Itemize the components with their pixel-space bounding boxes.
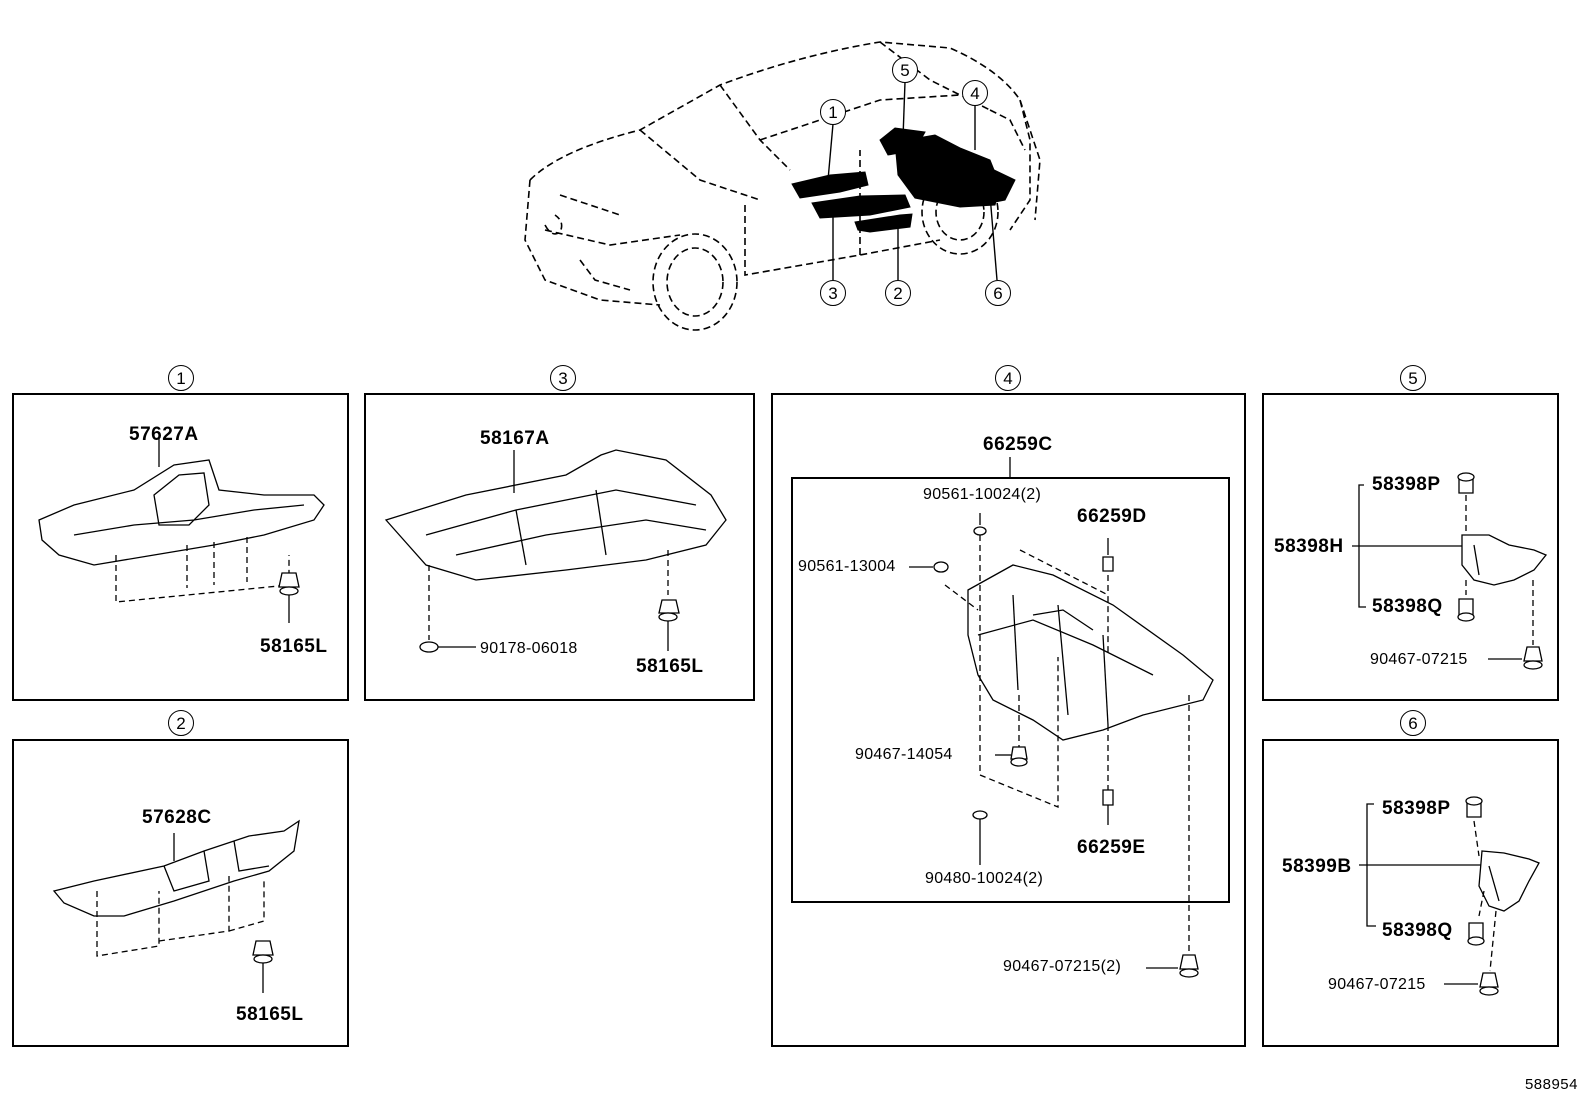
panel-4-callout: 4 <box>995 365 1021 391</box>
panel-2-callout: 2 <box>168 710 194 736</box>
part-number-90561-13004: 90561-13004 <box>798 558 896 575</box>
overview-callout-1[interactable]: 1 <box>820 99 846 125</box>
part-number-66259D: 66259D <box>1077 506 1147 527</box>
panel-4: 66259C 90561-10024(2) 66259D 90561-13004… <box>771 393 1246 1047</box>
part-number-58165L: 58165L <box>260 636 328 657</box>
cover-5-shape <box>879 127 926 156</box>
part-number-58398Q: 58398Q <box>1372 596 1443 617</box>
overview-callout-2[interactable]: 2 <box>885 280 911 306</box>
part-number-90467-14054: 90467-14054 <box>855 746 953 763</box>
panel-2: 57628C 58165L <box>12 739 349 1047</box>
part-number-58165L: 58165L <box>636 656 704 677</box>
panel-1-callout: 1 <box>168 365 194 391</box>
floor-under-cover-drawing <box>384 449 727 653</box>
panel-5: 58398P 58398H 58398Q 90467-07215 <box>1262 393 1559 701</box>
part-number-58399B: 58399B <box>1282 856 1352 877</box>
rear-under-cover-drawing <box>909 457 1214 978</box>
part-number-58398Q: 58398Q <box>1382 920 1453 941</box>
part-number-66259E: 66259E <box>1077 837 1146 858</box>
cover-6-shape <box>964 167 1016 206</box>
part-number-58167A: 58167A <box>480 428 550 449</box>
panel-5-callout: 5 <box>1400 365 1426 391</box>
part-number-58165L: 58165L <box>236 1004 304 1025</box>
panel-1: 57627A 58165L <box>12 393 349 701</box>
cover-3-shape <box>811 194 911 219</box>
part-number-58398P: 58398P <box>1382 798 1451 819</box>
vehicle-overview-illustration <box>524 41 1041 331</box>
part-number-90178-06018: 90178-06018 <box>480 640 578 657</box>
part-number-90561-10024: 90561-10024(2) <box>923 486 1042 503</box>
overview-callout-3[interactable]: 3 <box>820 280 846 306</box>
part-number-57627A: 57627A <box>129 424 199 445</box>
rear-side-cover-lh-drawing <box>1359 796 1540 996</box>
part-number-58398P: 58398P <box>1372 474 1441 495</box>
engine-under-cover-lh-drawing <box>52 819 300 993</box>
engine-under-cover-rh-drawing <box>38 439 325 623</box>
part-number-66259C: 66259C <box>983 434 1053 455</box>
rear-side-cover-rh-drawing <box>1352 472 1548 670</box>
part-number-90480-10024: 90480-10024(2) <box>925 870 1044 887</box>
panel-3: 58167A 90178-06018 58165L <box>364 393 755 701</box>
overview-callout-4[interactable]: 4 <box>962 80 988 106</box>
part-number-90467-07215: 90467-07215 <box>1370 651 1468 668</box>
part-number-57628C: 57628C <box>142 807 212 828</box>
cover-2-shape <box>854 213 913 233</box>
panel-6: 58398P 58399B 58398Q 90467-07215 <box>1262 739 1559 1047</box>
part-number-90467-07215: 90467-07215(2) <box>1003 958 1122 975</box>
overview-callout-6[interactable]: 6 <box>985 280 1011 306</box>
part-number-90467-07215: 90467-07215 <box>1328 976 1426 993</box>
diagram-reference-number: 588954 <box>1524 1076 1578 1093</box>
cover-1-shape <box>791 171 869 199</box>
panel-4-subassembly-box <box>791 477 1230 903</box>
panel-6-callout: 6 <box>1400 710 1426 736</box>
part-number-58398H: 58398H <box>1274 536 1344 557</box>
overview-callout-5[interactable]: 5 <box>892 57 918 83</box>
panel-3-callout: 3 <box>550 365 576 391</box>
